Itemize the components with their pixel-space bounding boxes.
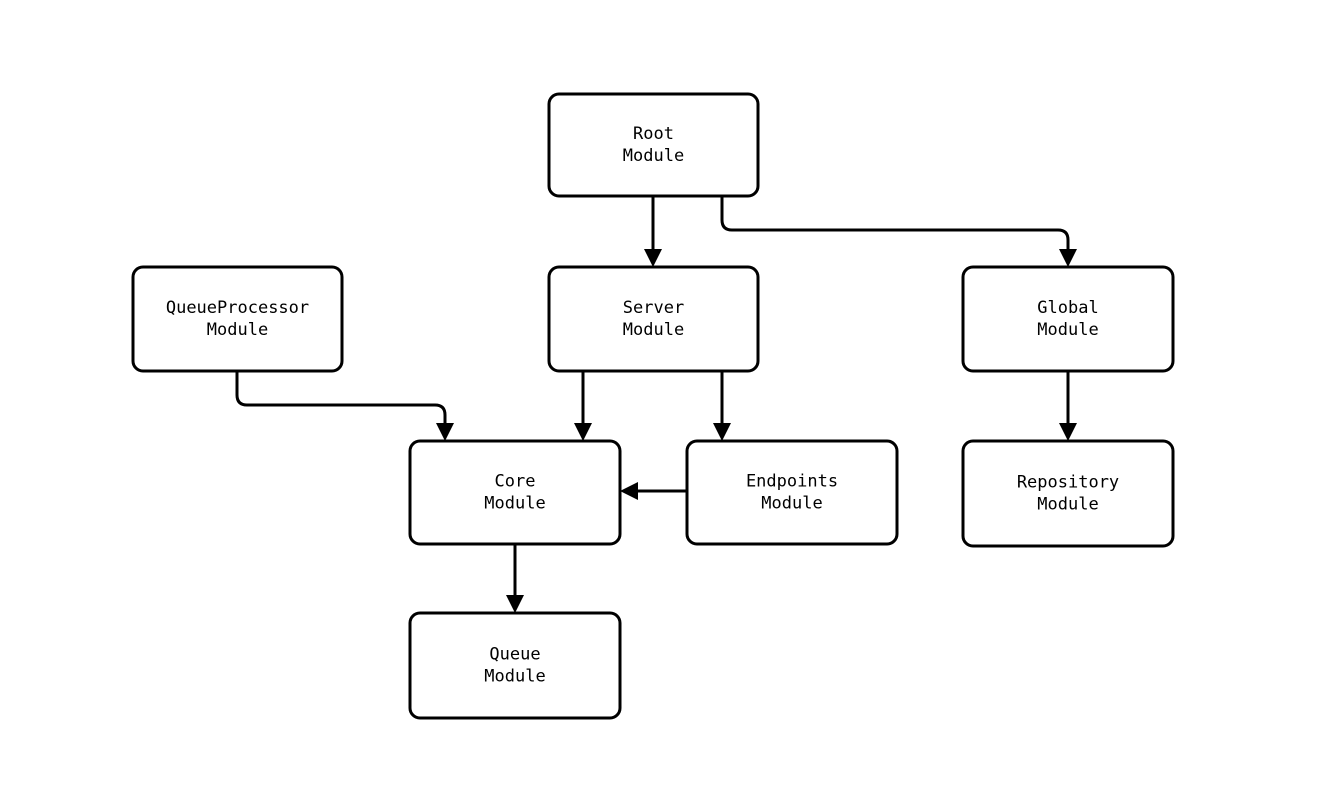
- edge-server-to-endpoints: [713, 371, 731, 441]
- endpoints-module-node-label-line1: Endpoints: [746, 472, 838, 492]
- server-module-node-box[interactable]: [547, 265, 760, 373]
- nodes-layer: RootModuleQueueProcessorModuleServerModu…: [131, 92, 1175, 720]
- global-module-node-label-line1: Global: [1037, 298, 1098, 318]
- repository-module-node-label-line1: Repository: [1017, 473, 1119, 493]
- edge-root-to-server: [644, 196, 662, 267]
- edge-endpoints-to-core-arrowhead-icon: [620, 482, 638, 500]
- queueprocessor-module-node-label-line2: Module: [207, 320, 268, 340]
- root-module-node-label-line1: Root: [633, 124, 674, 144]
- edge-root-to-global-arrowhead-icon: [1059, 249, 1077, 267]
- edge-server-to-core-arrowhead-icon: [574, 423, 592, 441]
- endpoints-module-node-label-line2: Module: [761, 494, 822, 514]
- edge-endpoints-to-core: [620, 482, 687, 500]
- edge-root-to-global: [720, 196, 1077, 267]
- edge-root-to-server-arrowhead-icon: [644, 249, 662, 267]
- edge-queueprocessor-to-core-arrowhead-icon: [436, 423, 454, 441]
- edge-server-to-endpoints-arrowhead-icon: [713, 423, 731, 441]
- edge-global-to-repository: [1059, 371, 1077, 441]
- endpoints-module-node-box[interactable]: [685, 439, 899, 546]
- root-module-node-box[interactable]: [547, 92, 760, 198]
- core-module-node-label-line1: Core: [495, 472, 536, 492]
- queueprocessor-module-node-box[interactable]: [131, 265, 344, 373]
- edge-queueprocessor-to-core: [235, 371, 454, 441]
- root-module-node-label-line2: Module: [623, 146, 684, 166]
- repository-module-node-label-line2: Module: [1037, 495, 1098, 515]
- queueprocessor-module-node-label-line1: QueueProcessor: [166, 298, 309, 318]
- core-module-node-box[interactable]: [408, 439, 622, 546]
- edge-core-to-queue-arrowhead-icon: [506, 595, 524, 613]
- edge-global-to-repository-arrowhead-icon: [1059, 423, 1077, 441]
- edge-server-to-core: [574, 371, 592, 441]
- edge-core-to-queue: [506, 544, 524, 613]
- server-module-node-label-line2: Module: [623, 320, 684, 340]
- global-module-node-label-line2: Module: [1037, 320, 1098, 340]
- global-module-node-box[interactable]: [961, 265, 1175, 373]
- edge-queueprocessor-to-core-line: [235, 371, 447, 423]
- queue-module-node-box[interactable]: [408, 611, 622, 720]
- repository-module-node-box[interactable]: [961, 439, 1175, 548]
- queue-module-node-label-line1: Queue: [489, 645, 540, 665]
- edges-layer: [235, 196, 1077, 613]
- edge-root-to-global-line: [720, 196, 1070, 249]
- queue-module-node-label-line2: Module: [484, 667, 545, 687]
- server-module-node-label-line1: Server: [623, 298, 684, 318]
- core-module-node-label-line2: Module: [484, 494, 545, 514]
